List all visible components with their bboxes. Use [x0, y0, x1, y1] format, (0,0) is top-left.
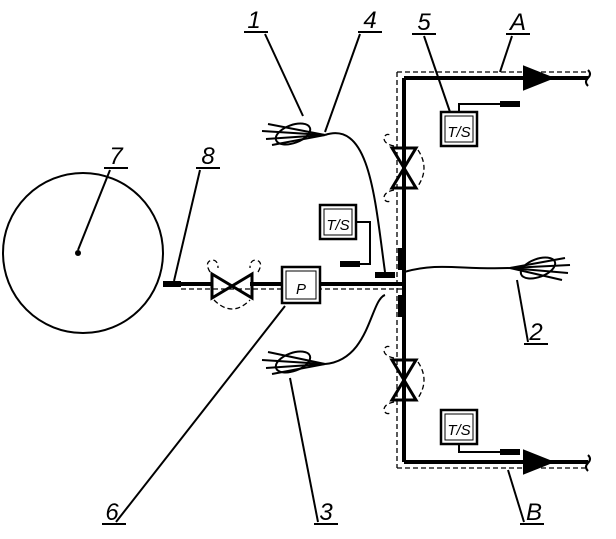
outlet-a [397, 65, 591, 91]
label-3: 3 [319, 499, 333, 526]
label-6-group: 6 [102, 305, 286, 526]
label-2-group: 2 [516, 279, 548, 346]
ts-sensor-top: T/S [439, 101, 520, 148]
label-5: 5 [417, 9, 431, 36]
ts-sensor-bottom: T/S [439, 408, 520, 455]
label-3-group: 3 [289, 377, 338, 526]
label-b: B [526, 499, 542, 526]
label-8-group: 8 [173, 143, 220, 282]
label-a-group: A [499, 9, 530, 73]
valve-lower [383, 345, 425, 415]
junction-block-upper [398, 248, 403, 270]
ts-middle-label: T/S [326, 217, 349, 234]
ts-top-label: T/S [447, 124, 470, 141]
label-a: A [508, 9, 526, 36]
connector-8 [163, 281, 181, 287]
label-1: 1 [247, 7, 260, 34]
junction-block-lower [398, 295, 403, 317]
main-line [181, 282, 404, 290]
label-b-group: B [507, 469, 544, 526]
cable-bundle-right [403, 256, 571, 281]
vertical-header [396, 72, 406, 468]
ts-bottom-label: T/S [447, 422, 470, 439]
valve-upper [383, 133, 425, 203]
cable-bundle-bottom [261, 294, 386, 375]
label-7: 7 [109, 143, 124, 170]
ts-sensor-middle: T/S [318, 203, 371, 267]
valve-left [206, 259, 262, 310]
label-1-group: 1 [244, 7, 304, 117]
label-5-group: 5 [412, 9, 451, 113]
pump-label: P [296, 281, 306, 298]
label-8: 8 [201, 143, 215, 170]
label-2: 2 [528, 319, 542, 346]
line-block [375, 272, 395, 278]
label-4: 4 [363, 7, 376, 34]
pump-6: P [280, 265, 322, 305]
outlet-b [397, 449, 591, 475]
label-4-group: 4 [324, 7, 382, 133]
label-6: 6 [105, 499, 119, 526]
label-7-group: 7 [77, 143, 128, 251]
tank-7 [2, 172, 164, 334]
cable-bundle-top [261, 122, 386, 273]
